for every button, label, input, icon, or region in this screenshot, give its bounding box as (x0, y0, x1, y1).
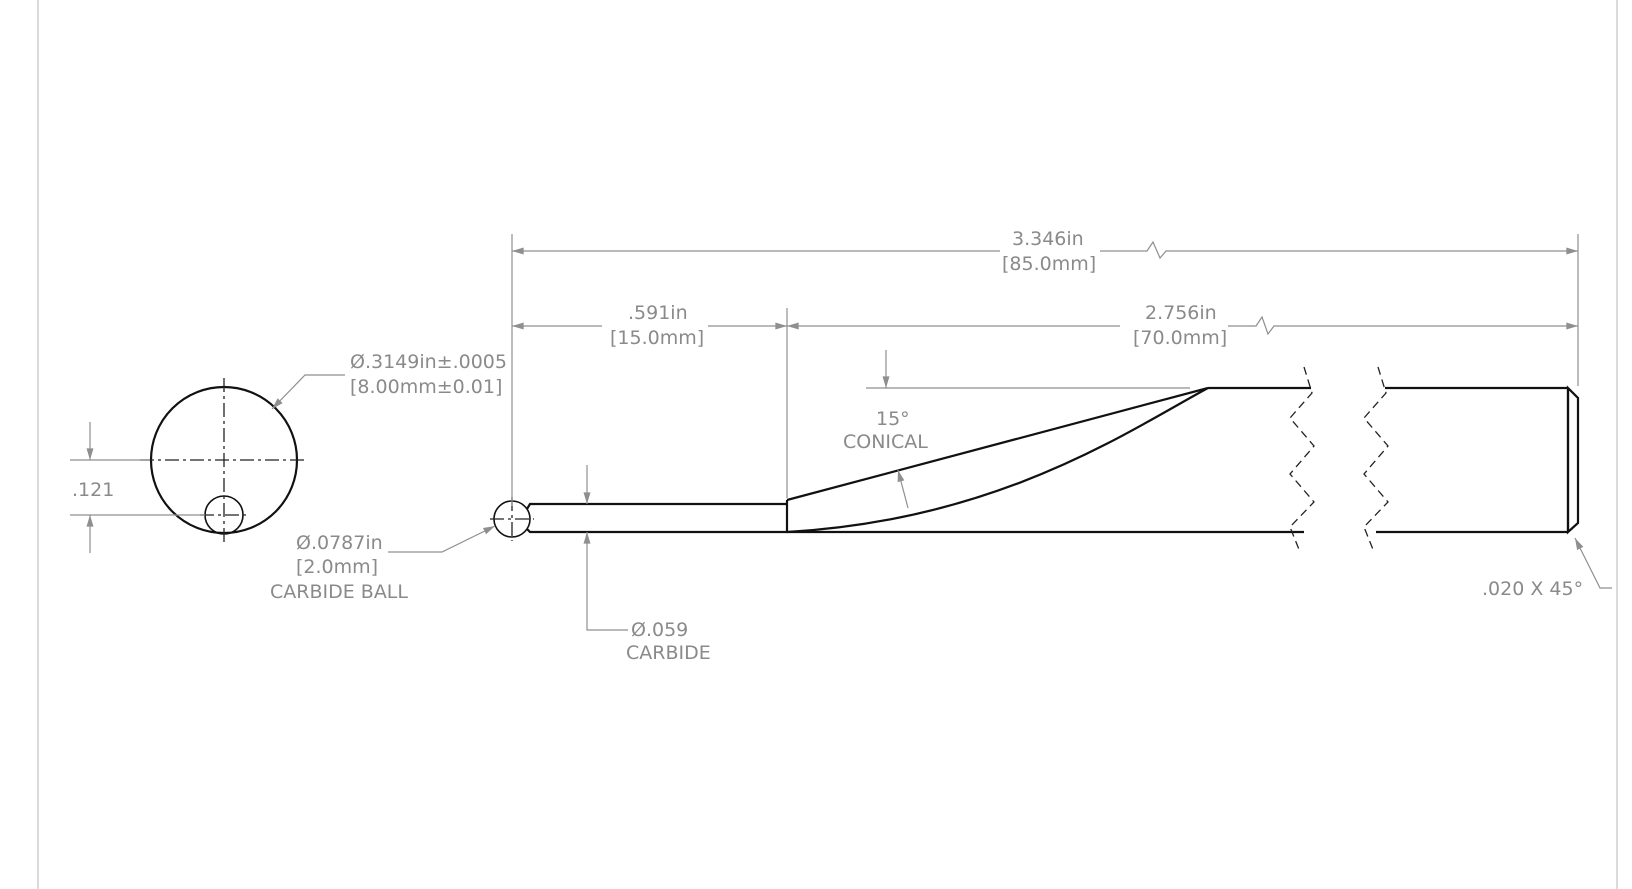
break-line-left (1289, 366, 1315, 553)
tip-length-label: .591in (628, 302, 688, 324)
dimension-arrow (1100, 240, 1579, 260)
cone-curve (786, 387, 1209, 534)
cone-top-edge (786, 386, 1209, 502)
dimensions: 3.346in [85.0mm] .591in [15.0mm] 2.756in… (270, 228, 1612, 664)
cone-angle-note: CONICAL (843, 431, 928, 453)
break-line-right (1363, 366, 1389, 553)
body-length-metric: [70.0mm] (1133, 327, 1227, 349)
angle-arrow (897, 469, 909, 509)
shank-diameter-label: Ø.3149in±.0005 (350, 351, 507, 373)
ball-diameter-metric: [2.0mm] (296, 556, 378, 578)
chamfer-label: .020 X 45° (1482, 578, 1583, 600)
leader-line (583, 532, 628, 631)
stem-diameter-label: Ø.059 (631, 619, 688, 641)
leader-line (1574, 537, 1612, 589)
tip-length-metric: [15.0mm] (610, 327, 704, 349)
leader-line (388, 525, 496, 553)
ball-offset-label: .121 (72, 479, 114, 501)
ball-diameter-label: Ø.0787in (296, 532, 383, 554)
overall-length-metric: [85.0mm] (1002, 253, 1096, 275)
shank-diameter-metric: [8.00mm±0.01] (350, 376, 502, 398)
end-view: .121 Ø.3149in±.0005 [8.00mm±0.01] (70, 351, 507, 553)
carbide-stem (526, 502, 787, 534)
cone-angle-label: 15° (876, 408, 910, 430)
stem-diameter-note: CARBIDE (626, 642, 711, 664)
dimension-arrow (1228, 315, 1579, 336)
leader-line (271, 374, 345, 410)
body-length-label: 2.756in (1145, 302, 1217, 324)
ball-diameter-note: CARBIDE BALL (270, 581, 408, 603)
overall-length-label: 3.346in (1012, 228, 1084, 250)
chamfered-end (1566, 385, 1580, 535)
side-view (490, 366, 1580, 553)
